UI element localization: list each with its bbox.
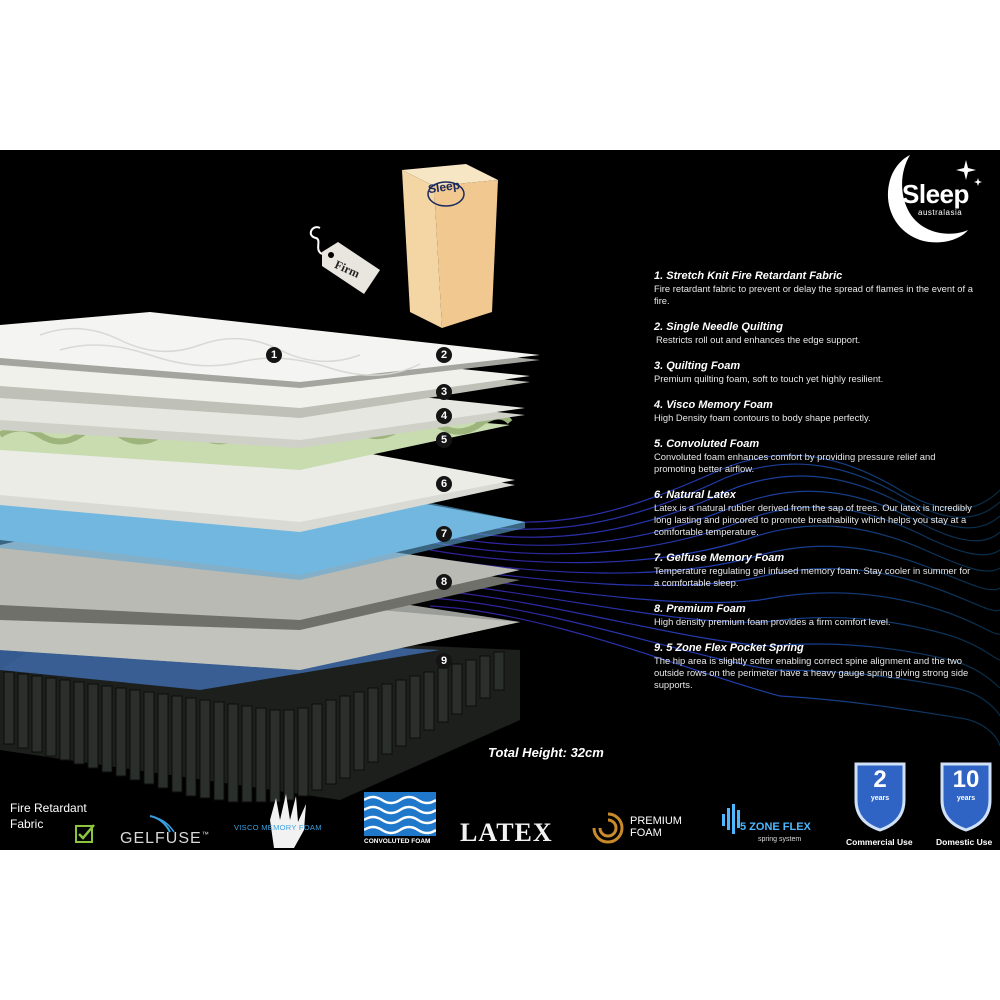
checkmark-icon xyxy=(75,824,95,843)
total-height-label: Total Height: 32cm xyxy=(488,745,604,760)
gelfuse-name: GELFUSE xyxy=(120,830,202,847)
zone-flex-subtext: spring system xyxy=(758,836,802,843)
feature-item: 3. Quilting Foam Premium quilting foam, … xyxy=(654,359,974,385)
layer-number-4: 4 xyxy=(436,408,452,424)
layer-number-2: 2 xyxy=(436,347,452,363)
feature-description: Restricts roll out and enhances the edge… xyxy=(656,334,861,345)
brand-subtitle: australasia xyxy=(918,208,963,217)
feature-item: 8. Premium Foam High density premium foa… xyxy=(654,602,974,628)
convoluted-foam-icon xyxy=(364,792,436,836)
feature-item: 4. Visco Memory Foam High Density foam c… xyxy=(654,398,974,424)
feature-description: High density premium foam provides a fir… xyxy=(654,616,891,627)
feature-item: 1. Stretch Knit Fire Retardant Fabric Fi… xyxy=(654,269,974,307)
feature-description: Temperature regulating gel infused memor… xyxy=(654,565,971,588)
commercial-use-caption: Commercial Use xyxy=(846,837,913,847)
zone-bars-icon xyxy=(722,804,740,834)
latex-badge-text: LATEX xyxy=(460,818,553,847)
gelfuse-wave-icon xyxy=(149,815,175,833)
feature-description: Premium quilting foam, soft to touch yet… xyxy=(654,373,884,384)
hand-print-icon xyxy=(270,794,306,848)
commercial-warranty-years: 2 xyxy=(873,766,887,793)
gelfuse-tm: ™ xyxy=(201,831,210,839)
feature-item: 2. Single Needle Quilting Restricts roll… xyxy=(654,320,974,346)
feature-description: Latex is a natural rubber derived from t… xyxy=(654,502,972,537)
visco-badge-text: VISCO MEMORY FOAM xyxy=(234,823,322,832)
feature-title: 8. Premium Foam xyxy=(654,603,746,615)
product-box-icon xyxy=(402,164,498,328)
premium-line-1: PREMIUM xyxy=(630,815,682,827)
warranty-shield-icon xyxy=(854,762,906,832)
gelfuse-badge-text: GELFUSE™ xyxy=(120,830,210,848)
brand-name: Sleep xyxy=(902,179,969,209)
domestic-years-label: years xyxy=(956,795,976,802)
feature-description: Fire retardant fabric to prevent or dela… xyxy=(654,283,973,306)
wave-ribbon xyxy=(430,454,1000,747)
feature-description: Convoluted foam enhances comfort by prov… xyxy=(654,451,936,474)
feature-list: 1. Stretch Knit Fire Retardant Fabric Fi… xyxy=(654,269,974,704)
feature-description: High Density foam contours to body shape… xyxy=(654,412,871,423)
zone-flex-badge-text: 5 ZONE FLEX xyxy=(740,821,811,833)
feature-title: 4. Visco Memory Foam xyxy=(654,399,773,411)
layer-number-1: 1 xyxy=(266,347,282,363)
layer-number-5: 5 xyxy=(436,432,452,448)
feature-title: 7. Gelfuse Memory Foam xyxy=(654,552,785,564)
feature-description: The hip area is slightly softer enabling… xyxy=(654,655,969,690)
premium-foam-swirl-icon xyxy=(592,812,624,844)
feature-title: 9. 5 Zone Flex Pocket Spring xyxy=(654,642,804,654)
domestic-warranty-years: 10 xyxy=(952,766,980,793)
feature-item: 7. Gelfuse Memory Foam Temperature regul… xyxy=(654,551,974,589)
premium-line-2: FOAM xyxy=(630,827,662,839)
feature-title: 5. Convoluted Foam xyxy=(654,438,760,450)
product-poster: 1 2 3 4 5 6 7 8 9 Firm Sleep Sleep austr… xyxy=(0,150,1000,850)
feature-item: 6. Natural Latex Latex is a natural rubb… xyxy=(654,488,974,538)
feature-title: 2. Single Needle Quilting xyxy=(654,321,783,333)
convoluted-badge-text: CONVOLUTED FOAM xyxy=(364,838,431,845)
layer-number-9: 9 xyxy=(436,653,452,669)
warranty-shield-icon xyxy=(940,762,992,832)
mattress-layer-stack xyxy=(0,312,540,803)
layer-number-3: 3 xyxy=(436,384,452,400)
brand-logo-icon xyxy=(887,155,982,243)
feature-item: 9. 5 Zone Flex Pocket Spring The hip are… xyxy=(654,641,974,691)
fire-retardant-label: Fire Retardant Fabric xyxy=(10,801,87,831)
feature-title: 1. Stretch Knit Fire Retardant Fabric xyxy=(654,270,843,282)
layer-number-6: 6 xyxy=(436,476,452,492)
pocket-spring-layer xyxy=(0,630,520,803)
commercial-years-label: years xyxy=(870,795,890,802)
feature-title: 6. Natural Latex xyxy=(654,489,736,501)
premium-foam-badge-text: PREMIUM FOAM xyxy=(630,815,682,839)
layer-number-7: 7 xyxy=(436,526,452,542)
layer-number-8: 8 xyxy=(436,574,452,590)
feature-item: 5. Convoluted Foam Convoluted foam enhan… xyxy=(654,437,974,475)
firm-tag-icon xyxy=(309,226,380,294)
feature-title: 3. Quilting Foam xyxy=(654,360,741,372)
domestic-use-caption: Domestic Use xyxy=(936,837,993,847)
